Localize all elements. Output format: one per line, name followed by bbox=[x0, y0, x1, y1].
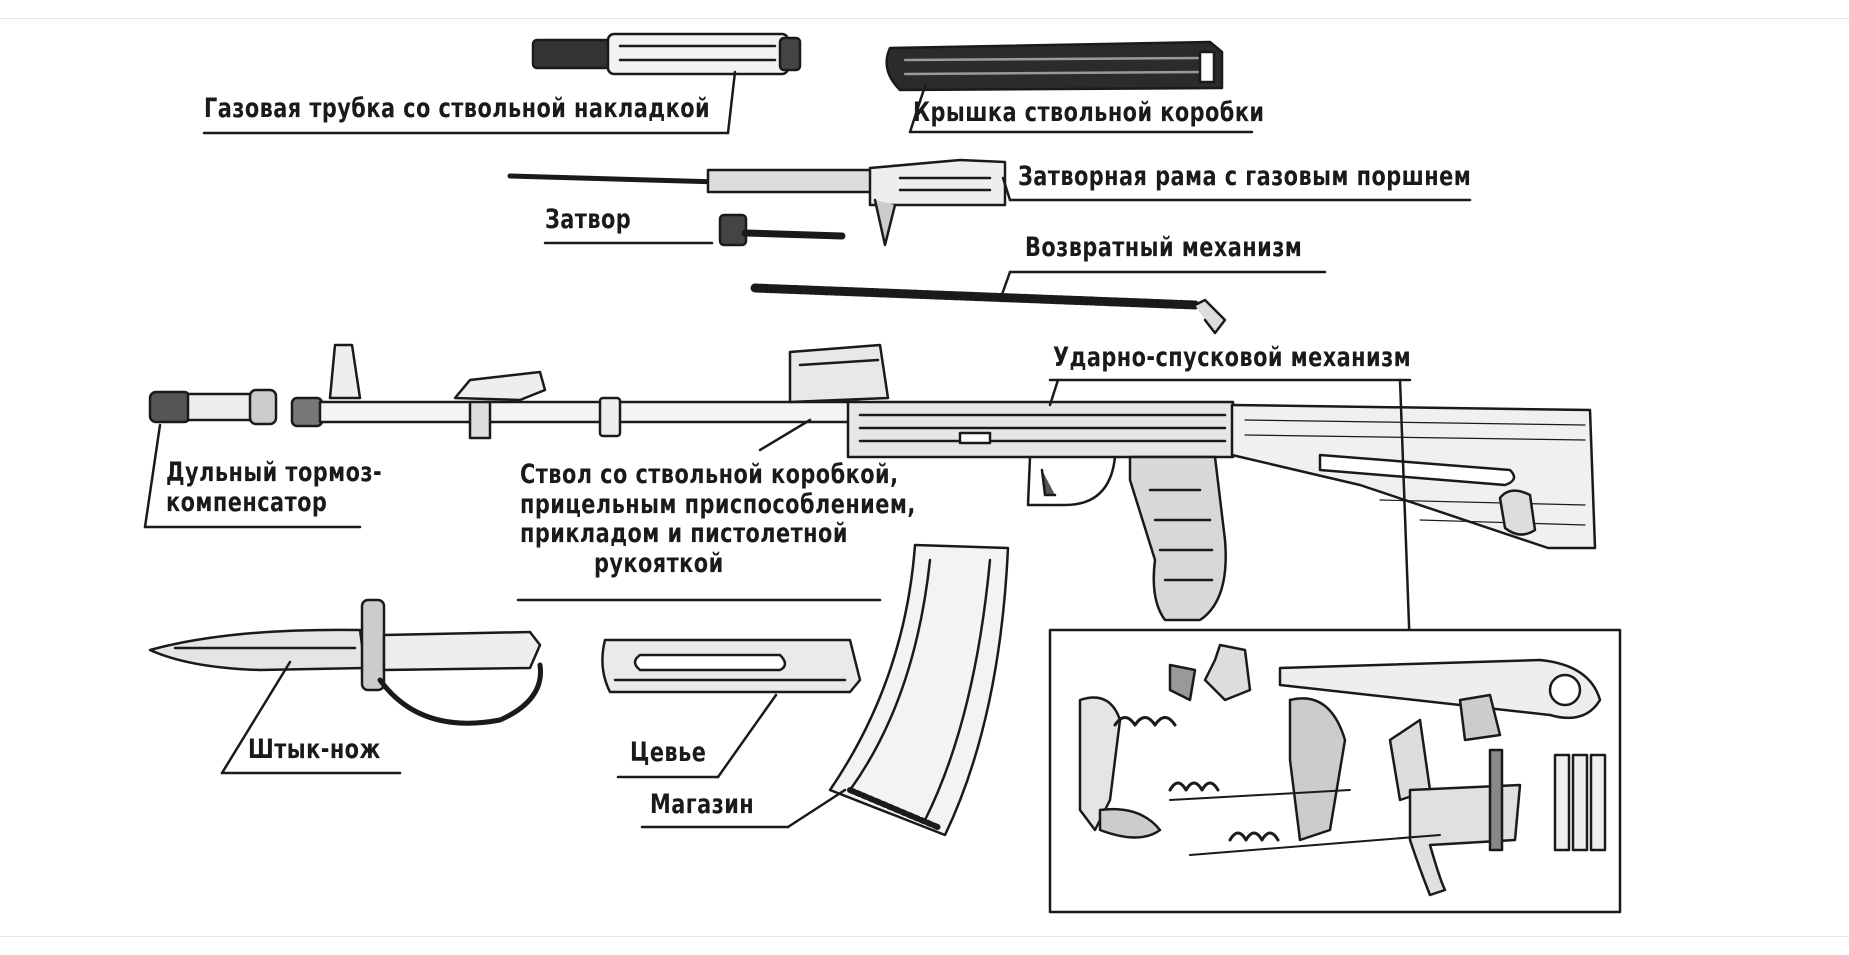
bolt-part bbox=[718, 213, 846, 247]
label-receiver-cover: Крышка ствольной коробки bbox=[913, 97, 1265, 128]
muzzle-brake-part bbox=[148, 388, 278, 426]
rifle-body-part bbox=[290, 343, 1597, 622]
label-barrel-line1: Ствол со ствольной коробкой, bbox=[520, 459, 899, 490]
gas-tube-part bbox=[531, 32, 802, 76]
label-muzzle-brake-line1: Дульный тормоз- bbox=[166, 457, 383, 488]
receiver-cover-part bbox=[885, 40, 1224, 92]
label-bolt-carrier: Затворная рама с газовым поршнем bbox=[1018, 161, 1472, 192]
bottom-divider bbox=[0, 936, 1849, 937]
label-barrel-line3: прикладом и пистолетной bbox=[520, 518, 848, 550]
label-handguard: Цевье bbox=[630, 737, 707, 768]
magazine-part bbox=[828, 543, 1010, 837]
label-barrel-group: Ствол со ствольной коробкой, прицельным … bbox=[520, 460, 916, 579]
label-trigger-mechanism: Ударно-спусковой механизм bbox=[1053, 342, 1412, 373]
bolt-carrier-part bbox=[507, 158, 1007, 247]
return-spring-part bbox=[750, 283, 1227, 335]
handguard-part bbox=[601, 638, 862, 694]
trigger-group-inset bbox=[1048, 628, 1622, 914]
top-divider bbox=[0, 18, 1849, 19]
bayonet-part bbox=[148, 598, 543, 726]
label-return-mechanism: Возвратный механизм bbox=[1025, 232, 1303, 263]
label-magazine: Магазин bbox=[650, 789, 755, 820]
label-muzzle-brake-line2: компенсатор bbox=[166, 486, 328, 518]
label-muzzle-brake: Дульный тормоз- компенсатор bbox=[166, 458, 382, 517]
label-gas-tube: Газовая трубка со ствольной накладкой bbox=[204, 93, 711, 124]
label-barrel-line4: рукояткой bbox=[593, 548, 724, 580]
label-barrel-line2: прицельным приспособлением, bbox=[520, 488, 916, 520]
label-bolt: Затвор bbox=[545, 204, 632, 235]
label-bayonet: Штык-нож bbox=[248, 734, 381, 765]
